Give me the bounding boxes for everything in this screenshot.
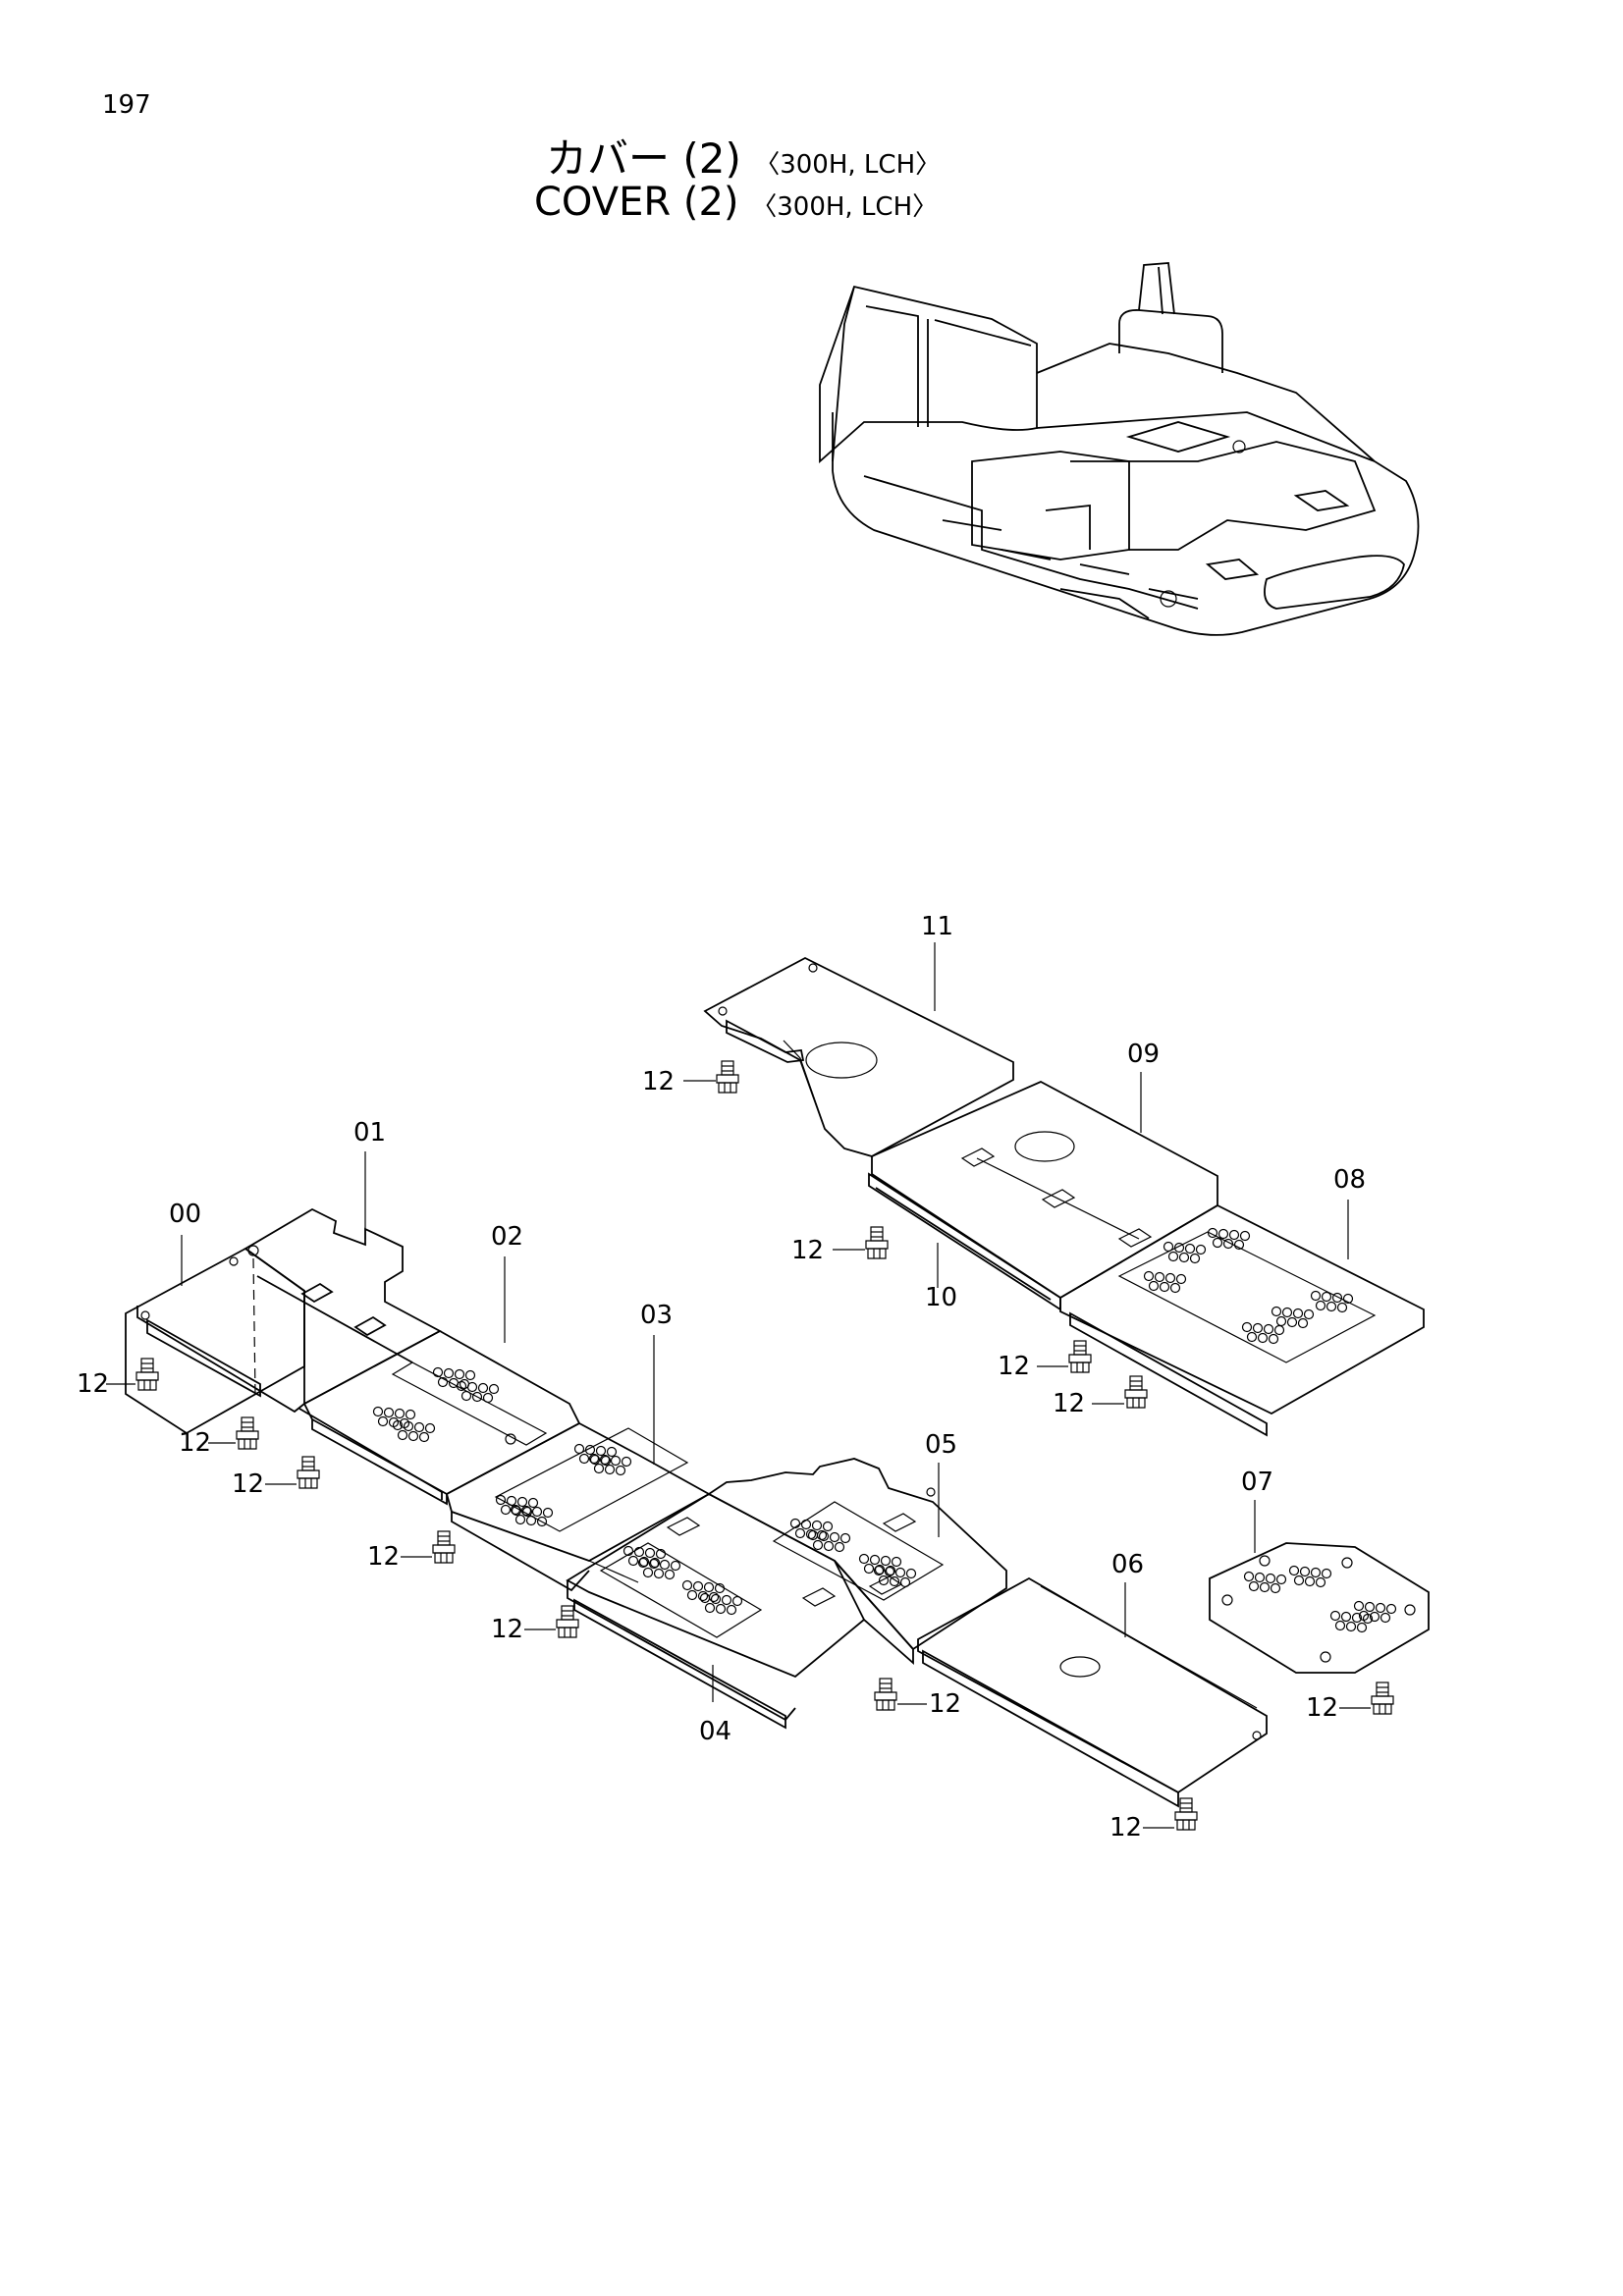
bolt-group xyxy=(135,1060,1394,1831)
excavator-overview-illustration xyxy=(819,262,1420,636)
callout-02: 02 xyxy=(491,1222,523,1252)
callout-09: 09 xyxy=(1127,1040,1160,1069)
callout-08: 08 xyxy=(1333,1165,1366,1195)
part-09-floor-plate xyxy=(871,1080,1218,1300)
callout-12-i: 12 xyxy=(642,1067,675,1096)
part-10-rail xyxy=(868,1172,1061,1311)
part-06-rail-plate xyxy=(917,1576,1268,1808)
callout-10: 10 xyxy=(925,1283,957,1312)
callout-12-c: 12 xyxy=(232,1469,264,1499)
title-english: COVER (2) 〈300H, LCH〉 xyxy=(534,180,938,225)
part-11-floor-plate xyxy=(703,956,1014,1157)
part-00-rail-plate xyxy=(125,1247,305,1435)
callout-12-j: 12 xyxy=(791,1236,824,1265)
callout-12-d: 12 xyxy=(367,1542,400,1572)
callout-05: 05 xyxy=(925,1430,957,1460)
page-number: 197 xyxy=(102,90,151,120)
callout-12-g: 12 xyxy=(1109,1813,1142,1842)
callout-12-k: 12 xyxy=(998,1352,1030,1381)
callout-12-f: 12 xyxy=(929,1689,961,1719)
part-05-grating-panel xyxy=(707,1458,1007,1665)
callout-12-b: 12 xyxy=(179,1428,211,1458)
callout-12-h: 12 xyxy=(1306,1693,1338,1723)
callout-04: 04 xyxy=(699,1717,731,1746)
callout-12-a: 12 xyxy=(77,1369,109,1399)
callout-12-e: 12 xyxy=(491,1615,523,1644)
leader-lines xyxy=(106,942,1371,1829)
title-en-main: COVER (2) xyxy=(534,180,739,225)
part-07-grating-panel xyxy=(1209,1542,1430,1674)
part-01-floor-plate xyxy=(243,1207,442,1406)
part-08-grating-panel xyxy=(1059,1203,1425,1437)
title-jp-model: 〈300H, LCH〉 xyxy=(754,150,942,180)
callout-11: 11 xyxy=(921,912,953,941)
callout-01: 01 xyxy=(353,1118,386,1148)
callout-00: 00 xyxy=(169,1200,201,1229)
title-japanese: カバー (2) 〈300H, LCH〉 xyxy=(546,126,941,186)
callout-03: 03 xyxy=(640,1301,673,1330)
callout-07: 07 xyxy=(1241,1468,1273,1497)
part-callouts: 00 01 02 03 04 05 06 07 08 09 10 11 12 1… xyxy=(77,912,1366,1842)
title-jp-main: カバー (2) xyxy=(546,134,741,183)
part-02-grating-panel xyxy=(298,1329,581,1506)
callout-06: 06 xyxy=(1111,1550,1144,1579)
title-en-model: 〈300H, LCH〉 xyxy=(751,192,939,222)
callout-12-l: 12 xyxy=(1053,1389,1085,1418)
